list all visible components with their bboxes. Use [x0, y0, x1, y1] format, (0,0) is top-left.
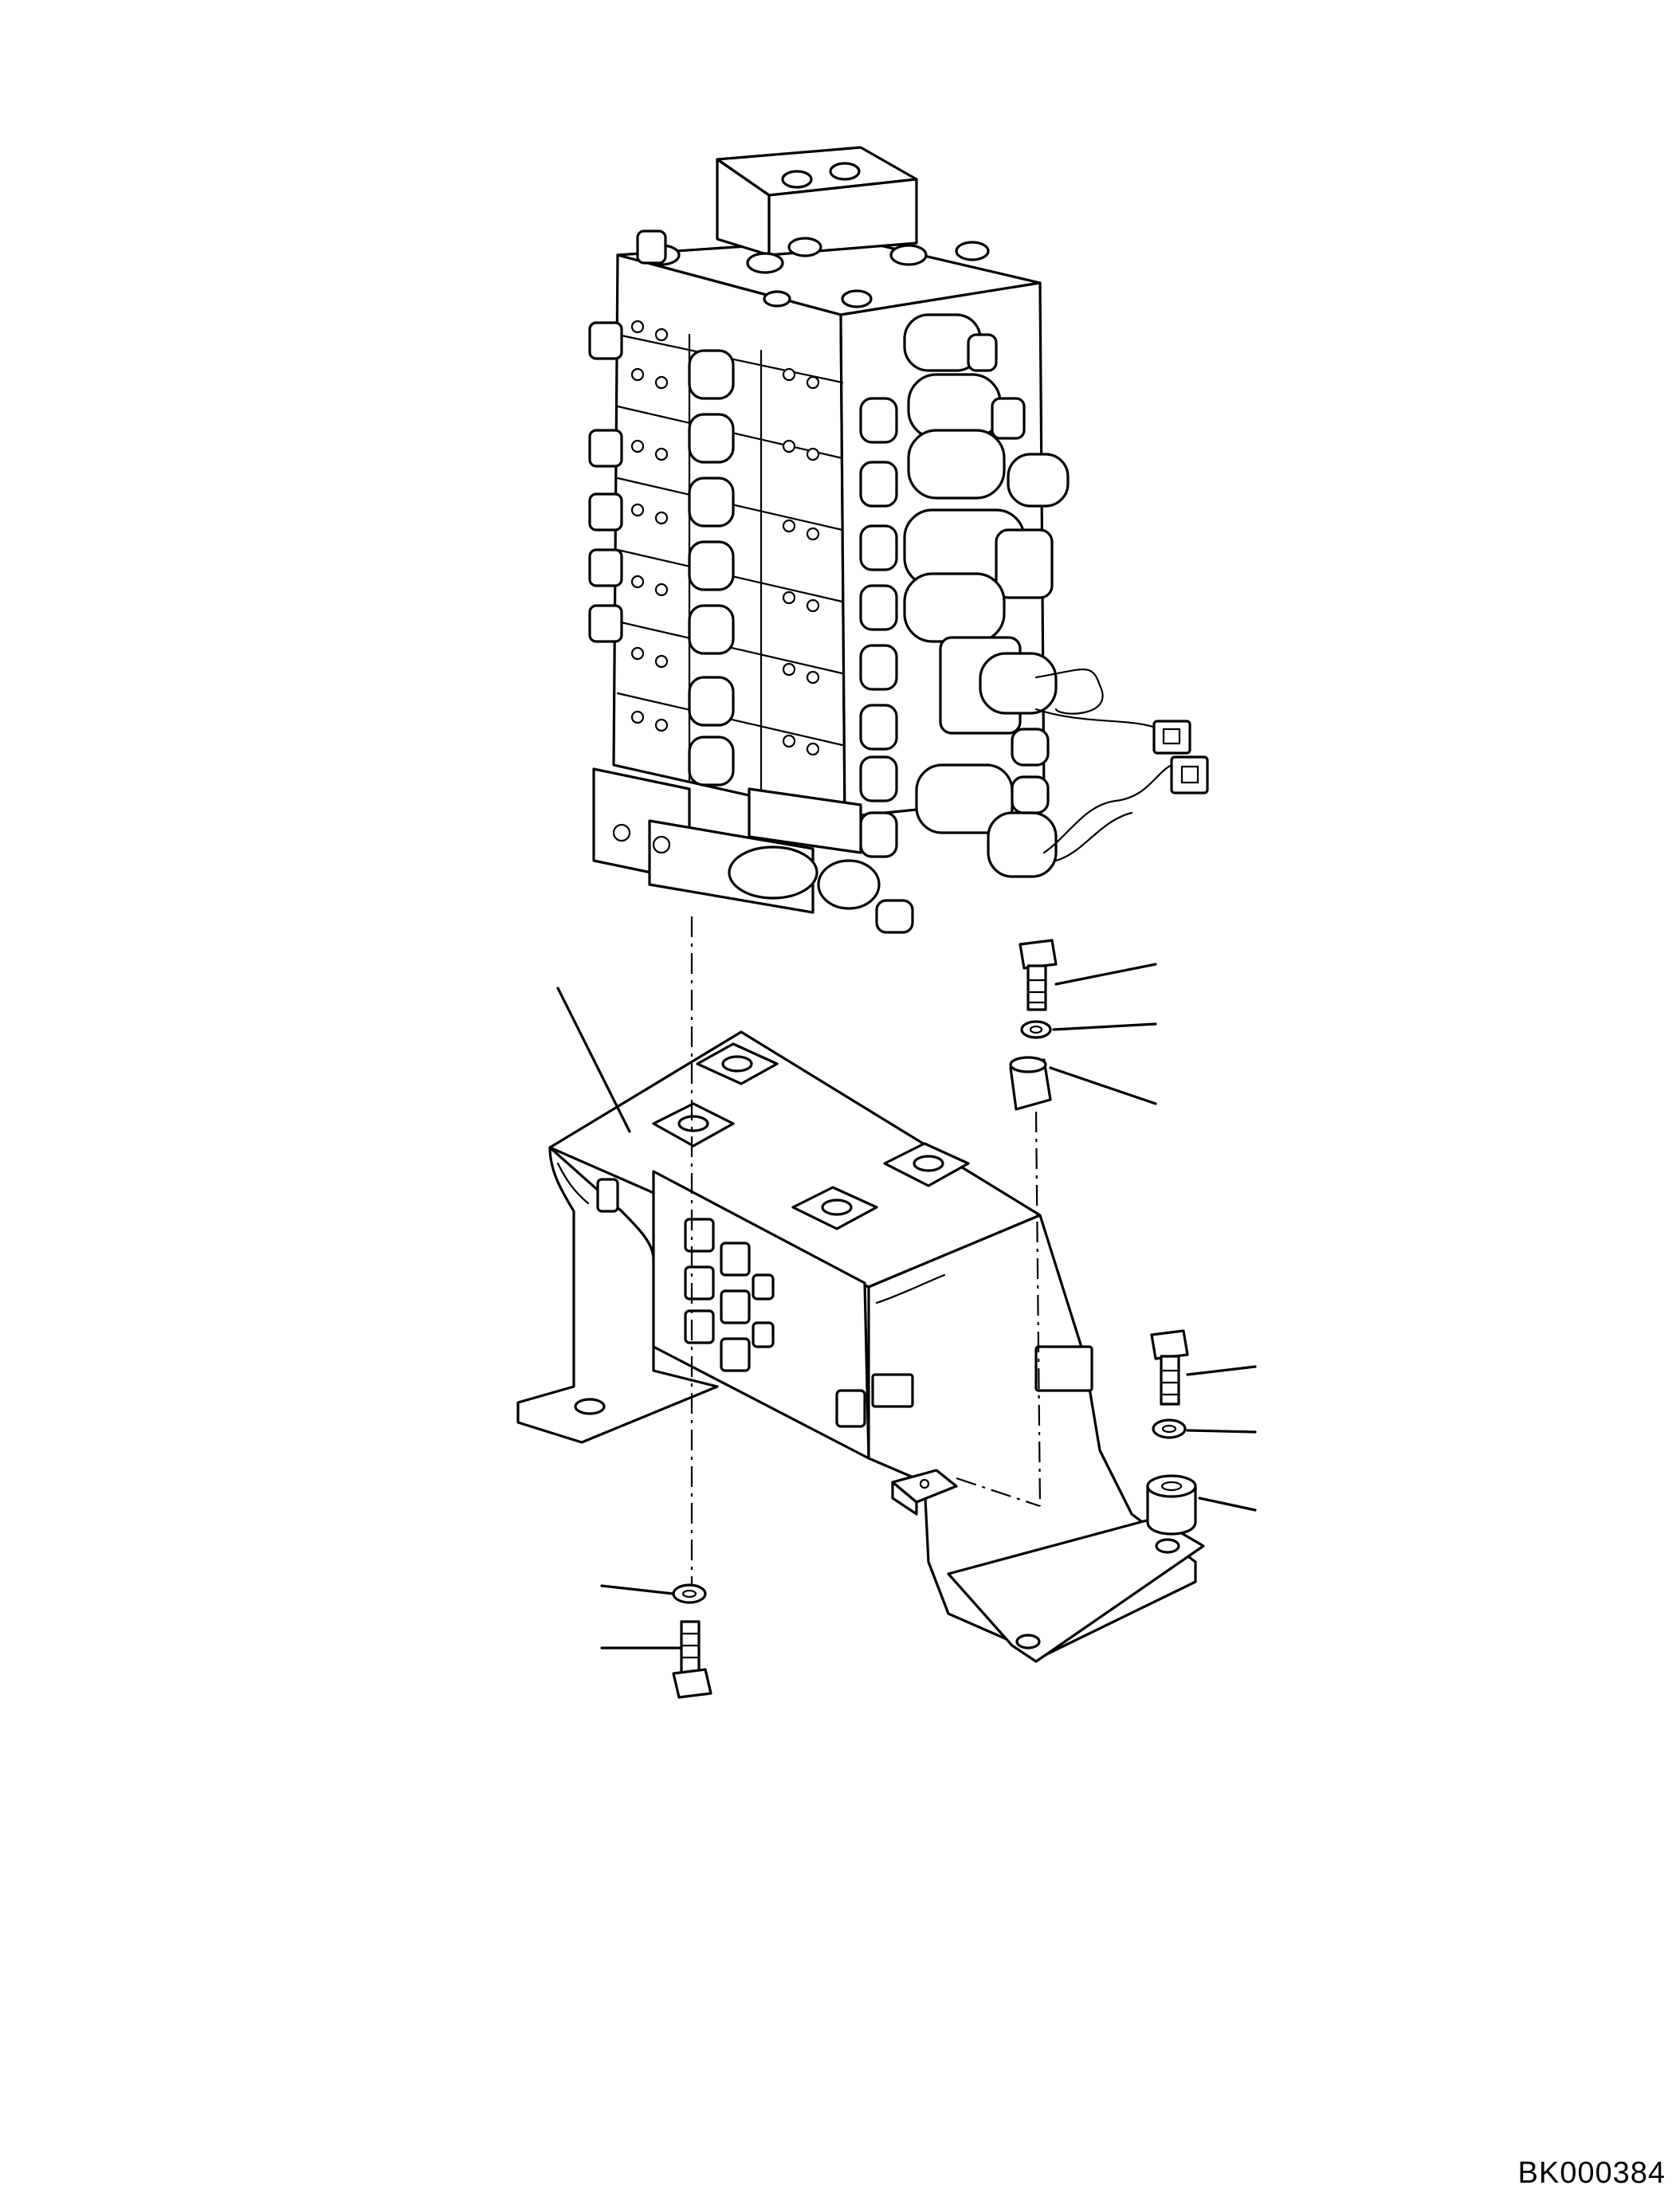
washer — [1152, 1418, 1187, 1439]
cushion — [1009, 1056, 1052, 1111]
assembly-center-lines — [690, 916, 1042, 1586]
valve-mounting-bracket — [516, 1030, 1205, 1663]
leader-lines — [556, 963, 1257, 1650]
valve-ports — [630, 320, 820, 756]
washer — [672, 1583, 707, 1604]
spool-caps — [688, 349, 735, 787]
collar — [1146, 1474, 1197, 1536]
drawing-id-label: BK000384 — [1517, 2156, 1666, 2190]
bracket-clips — [596, 1178, 1093, 1428]
washer — [1020, 1020, 1052, 1039]
bolt — [1150, 1329, 1189, 1406]
bolt — [672, 1620, 712, 1699]
right-fittings — [859, 397, 1050, 858]
bolt — [1019, 939, 1058, 1011]
solenoid-valves — [903, 313, 1070, 878]
wire-harness — [1034, 669, 1173, 862]
control-valve-assembly — [588, 146, 1209, 934]
left-plugs — [588, 230, 667, 643]
connector — [1152, 720, 1209, 794]
